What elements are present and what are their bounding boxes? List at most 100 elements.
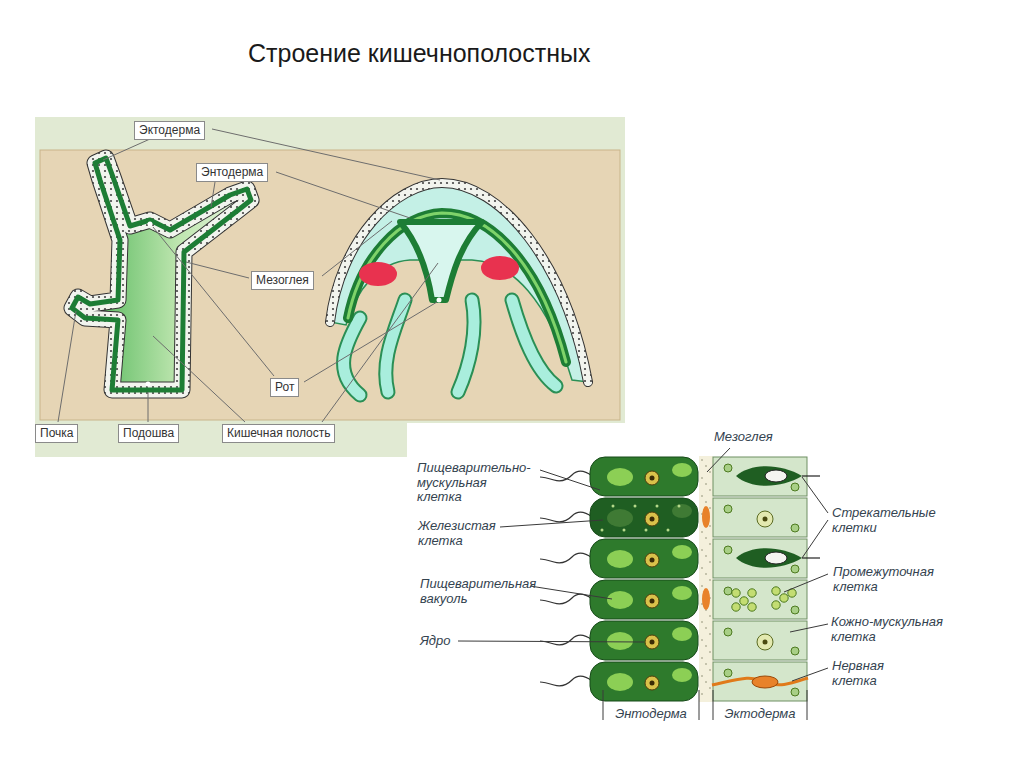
gland-granule — [678, 505, 681, 508]
leader-line — [802, 477, 828, 513]
digestive-vacuole — [672, 627, 692, 641]
ectoderm-vacuole — [724, 628, 732, 636]
leader-line — [790, 624, 828, 632]
part-label: Кожно-мускульная клетка — [831, 615, 966, 644]
label-box: Энтодерма — [196, 163, 268, 182]
nucleolus — [650, 476, 655, 481]
digestive-vacuole — [672, 545, 692, 559]
intermediate-cell — [740, 597, 748, 605]
label-text: Кишечная полость — [227, 426, 330, 441]
nucleolus — [763, 640, 768, 645]
jellyfish-bell — [330, 183, 588, 382]
nucleolus — [650, 681, 655, 686]
epithelial-cell — [713, 580, 807, 619]
nerve-cell — [752, 676, 778, 688]
ectoderm-vacuole — [724, 546, 732, 554]
mesoglea-dot — [709, 525, 711, 527]
tentacle-edge — [458, 300, 474, 392]
nucleus — [645, 635, 659, 649]
digestive-vacuole — [672, 463, 692, 477]
epithelial-cell — [713, 539, 807, 578]
leader-line — [540, 470, 600, 490]
part-label: Мезоглея — [714, 430, 773, 445]
mesoglea-dot — [705, 645, 707, 647]
gland-granule — [656, 505, 659, 508]
mesoglea-dot — [709, 507, 711, 509]
label-text: Почка — [40, 426, 73, 441]
manubrium — [400, 222, 482, 300]
digestive-vacuole — [607, 591, 633, 609]
bell-canal — [348, 213, 566, 362]
part-label: Эктодерма — [714, 707, 806, 722]
mesoglea-dot — [701, 549, 703, 551]
digestive-cell — [590, 580, 698, 619]
cell-layers — [540, 456, 820, 702]
nucleolus — [650, 599, 655, 604]
leader-line — [792, 668, 828, 681]
flagellum — [540, 594, 592, 604]
mesoglea-dot — [705, 663, 707, 665]
stinging-cell — [736, 466, 802, 486]
flagellum — [540, 512, 592, 522]
hydra-endoderm — [72, 158, 251, 390]
cnidocil — [802, 475, 820, 476]
nucleus — [645, 471, 659, 485]
mesoglea-dot — [701, 585, 703, 587]
nucleolus — [650, 558, 655, 563]
ectoderm-vacuole — [791, 606, 799, 614]
ectoderm-vacuole — [791, 688, 799, 696]
gland-granule — [645, 529, 648, 532]
nucleus — [645, 676, 659, 690]
hydra-ectoderm — [72, 158, 251, 390]
hydra-outline — [72, 158, 251, 390]
part-label: Ядро — [420, 634, 451, 649]
mesoglea-dot — [709, 615, 711, 617]
flagellum — [540, 553, 592, 563]
leader-line — [802, 520, 828, 558]
jellyfish-mouth-dot — [437, 298, 442, 303]
part-label: Пищеварительная вакуоль — [420, 577, 540, 606]
part-label: Железистая клетка — [418, 519, 518, 548]
digestive-vacuole — [607, 468, 633, 486]
part-label: Энтодерма — [604, 707, 698, 722]
part-label: Нервная клетка — [832, 659, 902, 688]
leader-line — [304, 302, 437, 382]
panel-ground — [35, 117, 625, 457]
bracket-line — [699, 690, 700, 720]
intermediate-cell — [772, 587, 780, 595]
gland-granule — [612, 505, 615, 508]
tentacle — [458, 300, 474, 392]
ectoderm-vacuole — [724, 505, 732, 513]
nucleus — [757, 634, 773, 650]
digestive-vacuole — [672, 668, 692, 682]
label-box: Подошва — [118, 424, 179, 443]
digestive-vacuole — [672, 504, 692, 518]
ectoderm-vacuole — [724, 464, 732, 472]
gland-granule — [667, 529, 670, 532]
mesoglea-dot — [701, 693, 703, 695]
leader-line — [458, 641, 644, 642]
intermediate-cell — [780, 594, 788, 602]
digestive-vacuole — [607, 632, 633, 650]
label-box: Рот — [270, 378, 299, 397]
cnidocil — [802, 557, 820, 558]
label-box: Эктодерма — [134, 121, 205, 140]
mesoglea-dot — [705, 537, 707, 539]
leader-line — [103, 139, 150, 160]
mesoglea-dot — [709, 489, 711, 491]
gonad — [359, 262, 397, 286]
mesoglea-layer — [699, 456, 713, 702]
mesoglea-dot — [705, 627, 707, 629]
leader-line — [322, 221, 392, 276]
label-text: Подошва — [123, 426, 174, 441]
epithelial-cell — [713, 498, 807, 537]
stinging-capsule — [765, 552, 787, 564]
intermediate-cell — [748, 589, 756, 597]
leader-line — [276, 172, 410, 218]
mesoglea-dot — [701, 675, 703, 677]
digestive-cell — [590, 539, 698, 578]
bell-outline — [330, 183, 588, 382]
title: Строение кишечнополостных — [248, 38, 591, 68]
